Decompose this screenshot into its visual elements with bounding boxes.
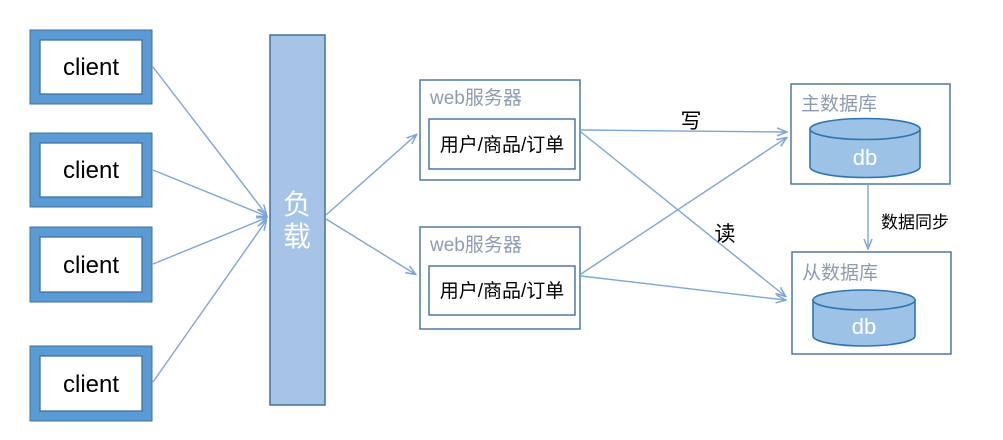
- slave-db-title: 从数据库: [802, 262, 878, 284]
- master-db-node: 主数据库 db: [790, 83, 951, 185]
- slave-db-node: 从数据库 db: [791, 251, 952, 355]
- lb-to-ws-arrows: [325, 135, 416, 274]
- client-label: client: [63, 54, 119, 81]
- edge-label-sync: 数据同步: [881, 213, 949, 232]
- arrow-client1-to-lb: [152, 66, 266, 214]
- edge-label-write: 写: [681, 110, 702, 133]
- client-node-2: client: [29, 132, 153, 208]
- client-node-3: client: [29, 226, 153, 303]
- arrow-ws2-to-masterdb: [580, 138, 786, 275]
- web-server-content: 用户/商品/订单: [440, 134, 565, 156]
- client-node-1: client: [29, 29, 153, 105]
- arrow-client2-to-lb: [152, 169, 266, 216]
- arrow-ws1-to-slavedb: [580, 131, 785, 296]
- master-db-label: db: [853, 145, 877, 170]
- client-label: client: [63, 252, 119, 279]
- edge-label-read: 读: [715, 223, 736, 246]
- arrow-client4-to-lb: [152, 221, 266, 383]
- client-node-4: client: [29, 345, 153, 422]
- master-db-cylinder-icon: [809, 117, 921, 179]
- client-label: client: [63, 371, 119, 398]
- web-server-node-1: web服务器 用户/商品/订单: [419, 79, 581, 181]
- web-server-node-2: web服务器 用户/商品/订单: [419, 226, 581, 330]
- slave-db-label: db: [852, 314, 876, 339]
- master-db-title: 主数据库: [801, 93, 877, 115]
- client-to-lb-arrows: [152, 66, 266, 383]
- load-balancer-node: 负 载: [269, 34, 326, 406]
- web-server-title: web服务器: [429, 87, 522, 109]
- arrow-ws2-to-slavedb: [580, 275, 785, 300]
- load-balancer-label-char1: 负: [283, 189, 311, 220]
- web-server-content: 用户/商品/订单: [440, 280, 565, 302]
- client-label: client: [63, 157, 119, 184]
- arrow-lb-to-ws2: [325, 218, 415, 274]
- slave-db-cylinder-icon: [812, 289, 916, 347]
- ws-to-db-arrows: [580, 130, 786, 300]
- arrow-ws1-to-masterdb: [580, 130, 786, 132]
- web-server-title: web服务器: [429, 234, 522, 256]
- load-balancer-label-char2: 载: [283, 221, 311, 252]
- arrow-client3-to-lb: [152, 218, 266, 265]
- arrow-lb-to-ws1: [325, 135, 416, 216]
